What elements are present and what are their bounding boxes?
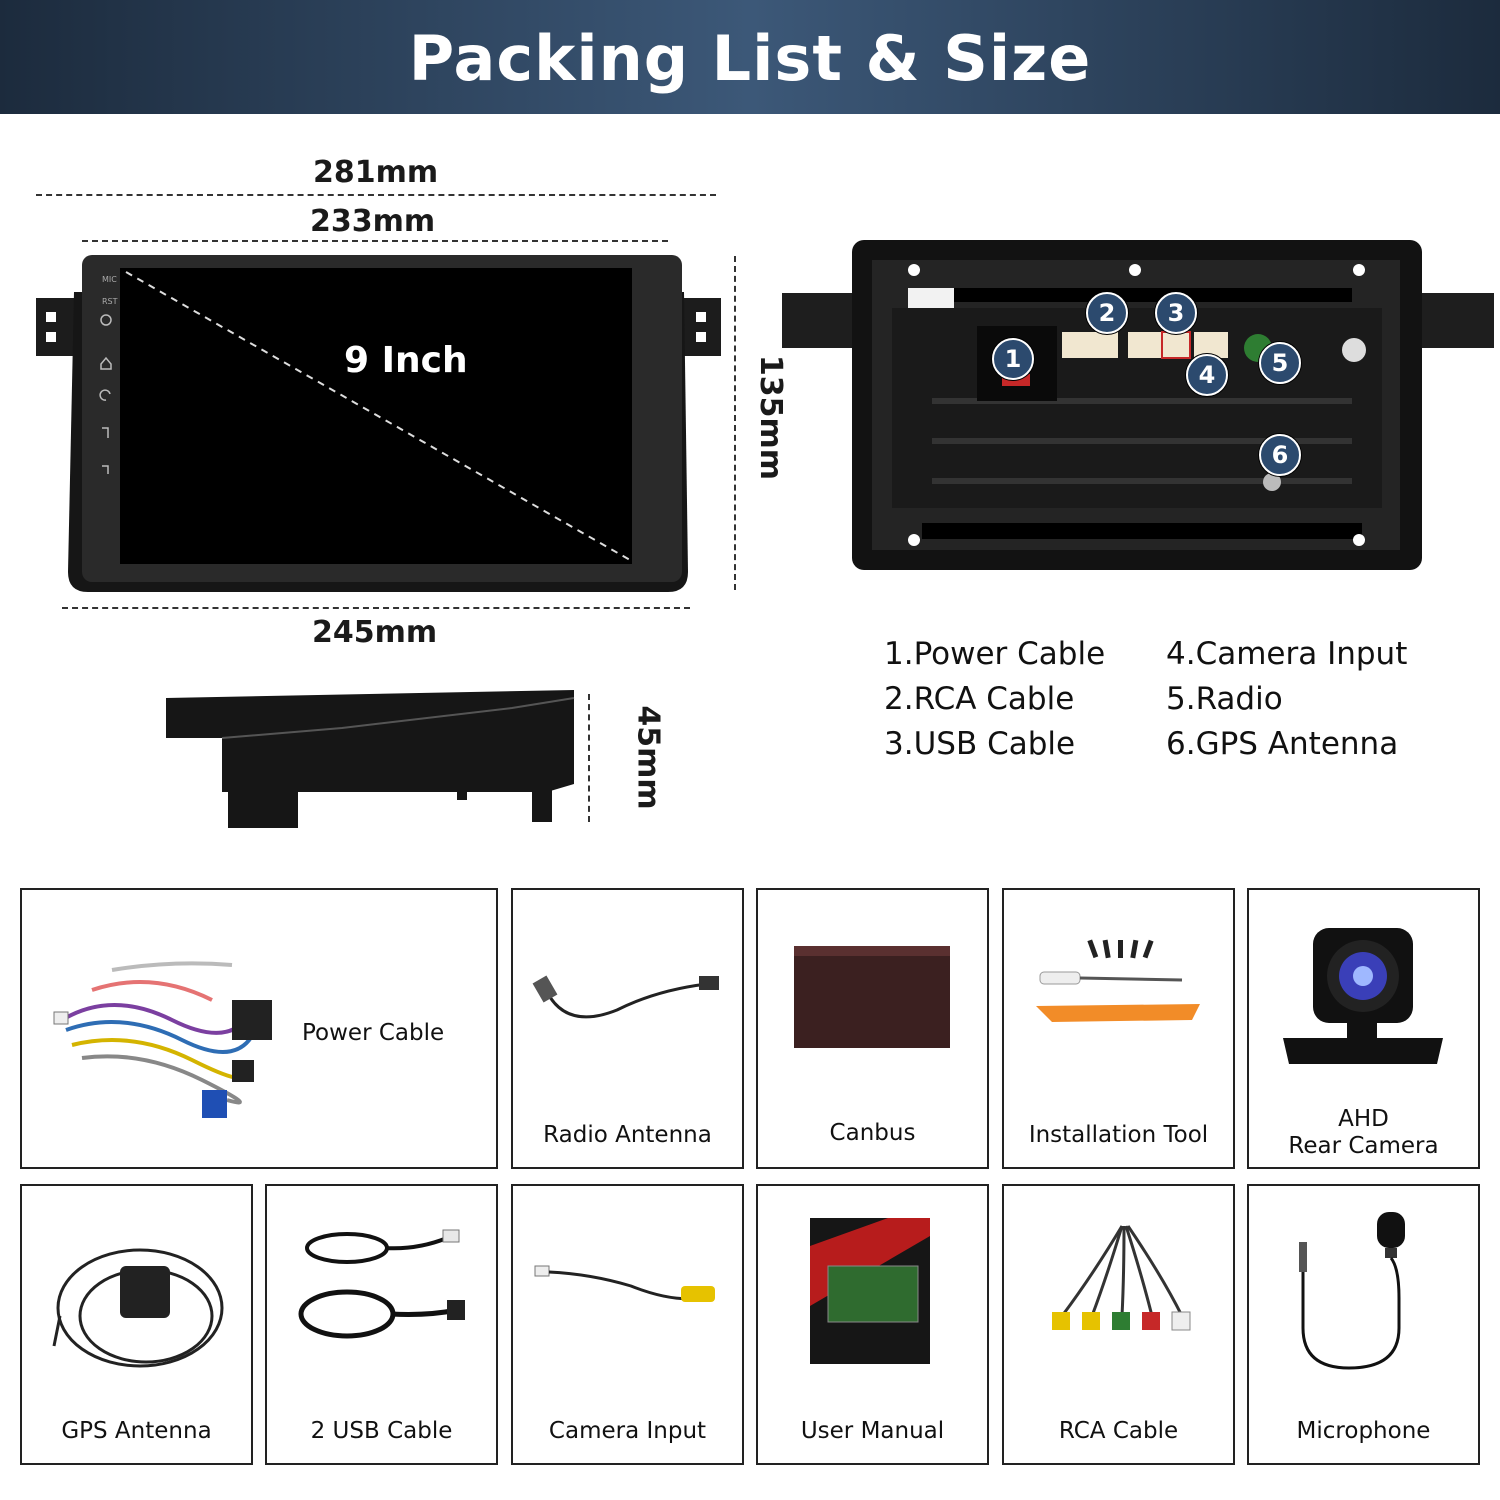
camera-input-cable-icon [534, 1265, 715, 1302]
port-badge-4: 4 [1186, 354, 1228, 396]
user-manual-icon [810, 1218, 930, 1364]
radio-antenna-icon [532, 975, 719, 1019]
usb-cable-icon [298, 1229, 465, 1339]
item-label: AHD Rear Camera [1288, 1106, 1439, 1159]
height-line [734, 256, 736, 590]
item-label: Canbus [829, 1120, 916, 1146]
item-card-radio-antenna: Radio Antenna [511, 888, 744, 1169]
port-badge-6: 6 [1259, 434, 1301, 476]
legend-gps-antenna: 6.GPS Antenna [1166, 726, 1399, 762]
page-title: Packing List & Size [408, 22, 1092, 95]
screen-width-line [82, 240, 668, 242]
head-unit-side [166, 690, 575, 828]
legend-power-cable: 1.Power Cable [884, 636, 1106, 672]
port-badge-1: 1 [992, 338, 1034, 380]
port-badge-3: 3 [1155, 292, 1197, 334]
depth-line [588, 694, 590, 822]
svg-text:RST: RST [102, 297, 118, 306]
item-label: Microphone [1296, 1418, 1431, 1444]
canbus-box-icon [794, 946, 950, 1048]
legend-camera-input: 4.Camera Input [1166, 636, 1408, 672]
gps-antenna-icon [52, 1248, 224, 1368]
microphone-icon [1299, 1212, 1405, 1370]
screen-size-label: 9 Inch [344, 340, 468, 381]
item-card-rear-camera: AHD Rear Camera [1247, 888, 1480, 1169]
header-banner: Packing List & Size [0, 0, 1500, 114]
item-card-usb-cable: 2 USB Cable [265, 1184, 498, 1465]
bottom-width-label: 245mm [312, 615, 438, 650]
head-unit-back [782, 240, 1494, 570]
item-label: GPS Antenna [61, 1418, 212, 1444]
bottom-width-line [62, 607, 690, 609]
legend-radio: 5.Radio [1166, 681, 1283, 717]
item-label: Power Cable [302, 1020, 445, 1046]
item-label: 2 USB Cable [310, 1418, 453, 1444]
legend-rca-cable: 2.RCA Cable [884, 681, 1075, 717]
item-card-canbus: Canbus [756, 888, 989, 1169]
item-card-gps-antenna: GPS Antenna [20, 1184, 253, 1465]
item-card-power-cable: Power Cable [20, 888, 498, 1169]
item-card-installation-tool: Installation Tool [1002, 888, 1235, 1169]
installation-tool-icon [1036, 939, 1200, 1022]
power-cable-icon [53, 961, 272, 1118]
rear-camera-icon [1283, 928, 1443, 1064]
legend-usb-cable: 3.USB Cable [884, 726, 1076, 762]
head-unit-front: MIC RST [36, 255, 721, 592]
screen-width-label: 233mm [310, 204, 436, 239]
item-card-user-manual: User Manual [756, 1184, 989, 1465]
outer-width-label: 281mm [313, 155, 439, 190]
depth-label: 45mm [630, 705, 666, 810]
item-label: User Manual [800, 1418, 945, 1444]
item-label: RCA Cable [1058, 1418, 1179, 1444]
item-card-microphone: Microphone [1247, 1184, 1480, 1465]
item-label: Installation Tool [1028, 1122, 1209, 1148]
outer-width-line [36, 194, 716, 196]
item-label: Radio Antenna [543, 1122, 712, 1148]
port-badge-2: 2 [1086, 292, 1128, 334]
item-card-rca-cable: RCA Cable [1002, 1184, 1235, 1465]
item-card-camera-input: Camera Input [511, 1184, 744, 1465]
port-badge-5: 5 [1259, 342, 1301, 384]
rca-cable-icon [1052, 1225, 1191, 1331]
item-label: Camera Input [548, 1418, 707, 1444]
svg-text:MIC: MIC [102, 275, 117, 284]
